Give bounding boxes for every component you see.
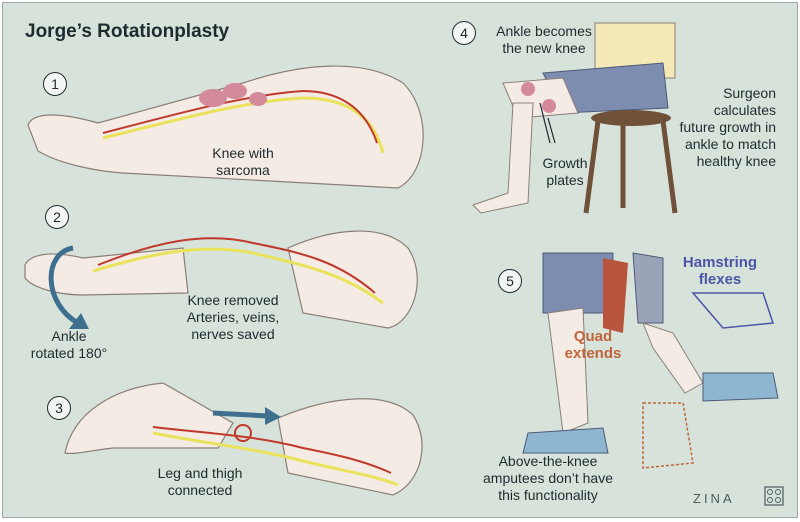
step-badge-5: 5 <box>498 269 522 293</box>
step-badge-2: 2 <box>45 205 69 229</box>
label-growth-plates: Growth plates <box>535 155 595 189</box>
label-line: Above-the-knee <box>473 453 623 470</box>
label-line: the new knee <box>489 40 599 57</box>
label-line: connected <box>145 482 255 499</box>
step-badge-4: 4 <box>452 21 476 45</box>
label-line: extends <box>558 345 628 362</box>
label-knee-sarcoma: Knee with sarcoma <box>198 145 288 179</box>
label-line: ankle to match <box>658 136 776 153</box>
label-line: future growth in <box>658 119 776 136</box>
signature-logo <box>765 487 783 505</box>
label-line: Hamstring <box>675 254 765 271</box>
label-line: Ankle becomes <box>489 23 599 40</box>
label-line: Growth <box>535 155 595 172</box>
label-line: flexes <box>675 271 765 288</box>
label-line: healthy knee <box>658 153 776 170</box>
label-line: Knee removed <box>173 292 293 309</box>
label-line: Leg and thigh <box>145 465 255 482</box>
label-line: this functionality <box>473 487 623 504</box>
artist-signature: ZINA <box>693 491 735 506</box>
label-knee-removed: Knee removed Arteries, veins, nerves sav… <box>173 292 293 343</box>
label-line: rotated 180° <box>19 345 119 362</box>
label-line: Quad <box>558 328 628 345</box>
label-line: Knee with <box>198 145 288 162</box>
label-quad: Quad extends <box>558 328 628 362</box>
step-badge-1: 1 <box>43 72 67 96</box>
label-line: calculates <box>658 102 776 119</box>
label-leg-thigh: Leg and thigh connected <box>145 465 255 499</box>
label-above-knee: Above-the-knee amputees don’t have this … <box>473 453 623 504</box>
label-surgeon: Surgeon calculates future growth in ankl… <box>658 85 776 170</box>
label-line: Surgeon <box>658 85 776 102</box>
label-line: nerves saved <box>173 326 293 343</box>
label-ankle-rotated: Ankle rotated 180° <box>19 328 119 362</box>
label-line: amputees don’t have <box>473 470 623 487</box>
label-line: plates <box>535 172 595 189</box>
label-line: sarcoma <box>198 162 288 179</box>
label-hamstring: Hamstring flexes <box>675 254 765 288</box>
label-ankle-new-knee: Ankle becomes the new knee <box>489 23 599 57</box>
label-line: Arteries, veins, <box>173 309 293 326</box>
page-title: Jorge’s Rotationplasty <box>25 21 229 43</box>
step-badge-3: 3 <box>47 396 71 420</box>
label-line: Ankle <box>19 328 119 345</box>
